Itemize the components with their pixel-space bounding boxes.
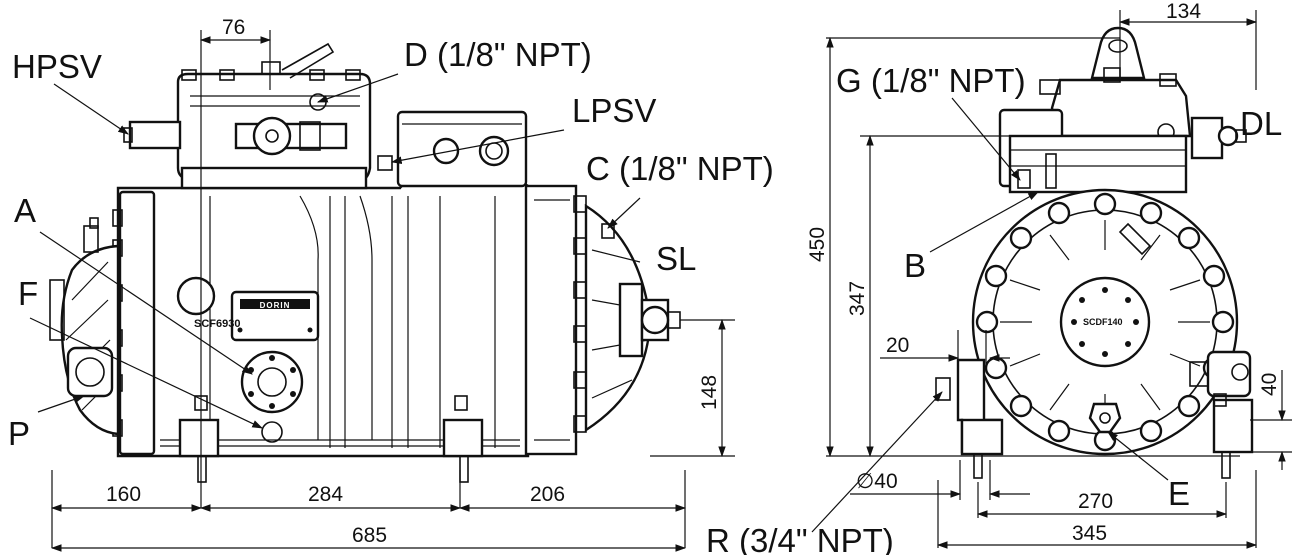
label-d: D (1/8" NPT) [404, 36, 592, 73]
lifting-eye [281, 42, 335, 79]
left-end-cap [49, 279, 65, 341]
dim-40: 40 [1258, 373, 1281, 396]
dim-284: 284 [308, 483, 343, 506]
valve-plate [180, 166, 368, 190]
sight-glass [176, 276, 216, 316]
suction-flange [618, 282, 644, 358]
side-oil-pump [1206, 350, 1252, 398]
side-end-bolts [975, 192, 1235, 452]
label-c: C (1/8" NPT) [586, 150, 774, 187]
side-cylinder-head [1050, 78, 1192, 138]
side-head-base [1008, 134, 1188, 194]
dim-134: 134 [1166, 0, 1201, 23]
side-model-code: SCDF140 [1083, 317, 1123, 327]
callout-labels: HPSV D (1/8" NPT) LPSV C (1/8" NPT) A F … [8, 36, 1282, 555]
dim-76: 76 [222, 16, 245, 39]
lpsv-port [377, 155, 393, 171]
motor-flange [524, 184, 578, 456]
label-f: F [18, 275, 38, 312]
label-g: G (1/8" NPT) [836, 62, 1026, 99]
dimension-values: 76 160 284 206 685 148 134 450 347 20 ∅4… [106, 0, 1281, 547]
dim-345: 345 [1072, 522, 1107, 545]
drain-plug [261, 421, 283, 443]
label-e: E [1168, 475, 1190, 512]
flange-f [240, 350, 304, 414]
side-view: SCDF140 [935, 26, 1254, 479]
leader-lines [29, 73, 1169, 533]
dim-270: 270 [1078, 490, 1113, 513]
dim-685: 685 [352, 524, 387, 547]
label-r: R (3/4" NPT) [706, 522, 894, 555]
dim-148: 148 [698, 375, 721, 410]
front-view: DORIN SCF6930 [49, 42, 681, 483]
side-foot-right [1212, 398, 1254, 454]
foot-left [178, 418, 220, 458]
foot-right [442, 418, 484, 458]
label-lpsv: LPSV [572, 92, 656, 129]
port-r [935, 377, 951, 401]
hpsv-fitting [128, 120, 182, 150]
fitting-a [83, 225, 99, 253]
dim-40-diameter: ∅40 [856, 470, 898, 493]
label-hpsv: HPSV [12, 48, 102, 85]
oil-pump-housing [66, 346, 114, 398]
dimension-lines [50, 10, 1292, 552]
dl-fitting [1190, 116, 1224, 160]
left-flange [118, 190, 156, 456]
front-model-code: SCF6930 [194, 318, 240, 330]
dim-347: 347 [846, 281, 869, 316]
dim-206: 206 [530, 483, 565, 506]
label-a: A [14, 192, 36, 229]
side-foot-left [960, 418, 1004, 456]
label-p: P [8, 415, 30, 452]
nameplate-brand: DORIN [260, 301, 291, 310]
label-b: B [904, 247, 926, 284]
crankcase-body [116, 182, 530, 458]
side-lifting-eye [1090, 26, 1146, 80]
dim-450: 450 [806, 227, 829, 262]
head-bolts [181, 61, 361, 81]
dim-160: 160 [106, 483, 141, 506]
label-sl: SL [656, 240, 696, 277]
dim-20: 20 [886, 334, 909, 357]
label-dl: DL [1240, 105, 1282, 142]
